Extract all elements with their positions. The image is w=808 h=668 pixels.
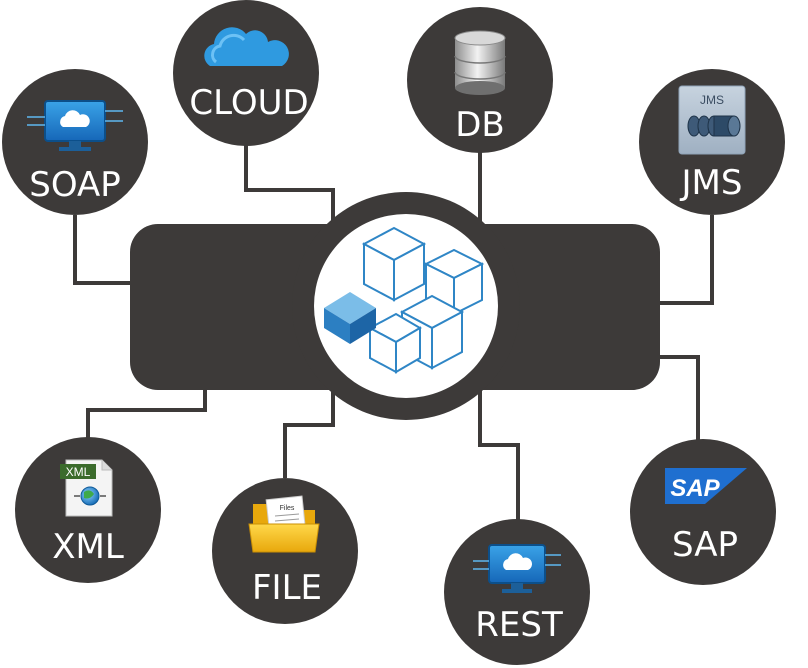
node-file-label: FILE: [252, 568, 322, 608]
node-db[interactable]: DB: [407, 7, 553, 153]
connector-sap: [658, 355, 700, 440]
node-sap-label: SAP: [672, 525, 738, 565]
file-icon-text: Files: [280, 505, 295, 512]
cubes-logo-icon: [324, 226, 485, 374]
node-cloud-label: CLOUD: [189, 83, 308, 123]
database-icon: [454, 30, 506, 95]
node-cloud-circle: [173, 0, 319, 146]
node-jms[interactable]: JMS JMS: [639, 69, 785, 215]
node-soap-label: SOAP: [29, 165, 121, 205]
connector-rest: [478, 390, 520, 520]
jms-icon-text: JMS: [700, 93, 724, 107]
sap-logo-icon: SAP: [665, 468, 747, 504]
connector-jms: [658, 215, 714, 305]
jms-queue-icon: JMS: [678, 85, 746, 155]
xml-file-icon: XML: [60, 459, 113, 517]
node-rest[interactable]: REST: [444, 519, 590, 665]
node-xml-label: XML: [52, 527, 124, 567]
monitor-cloud-icon: [473, 544, 561, 593]
node-jms-label: JMS: [680, 163, 743, 203]
monitor-cloud-icon: [27, 100, 123, 151]
folder-icon: Files: [248, 495, 320, 553]
connectors: [73, 140, 714, 520]
connector-xml: [86, 388, 207, 440]
connector-soap: [73, 215, 132, 285]
node-sap[interactable]: SAP SAP: [630, 439, 776, 585]
xml-icon-text: XML: [66, 465, 91, 479]
cloud-icon: [204, 27, 289, 67]
central-hub: [130, 192, 660, 420]
node-db-label: DB: [455, 105, 505, 145]
connector-file: [283, 390, 335, 478]
node-file[interactable]: Files FILE: [212, 478, 358, 624]
node-rest-label: REST: [475, 605, 563, 645]
node-xml[interactable]: XML XML: [15, 437, 161, 583]
sap-icon-text: SAP: [670, 475, 720, 502]
connector-cloud: [244, 140, 335, 226]
node-cloud[interactable]: CLOUD: [173, 0, 319, 146]
node-soap[interactable]: SOAP: [2, 69, 148, 215]
